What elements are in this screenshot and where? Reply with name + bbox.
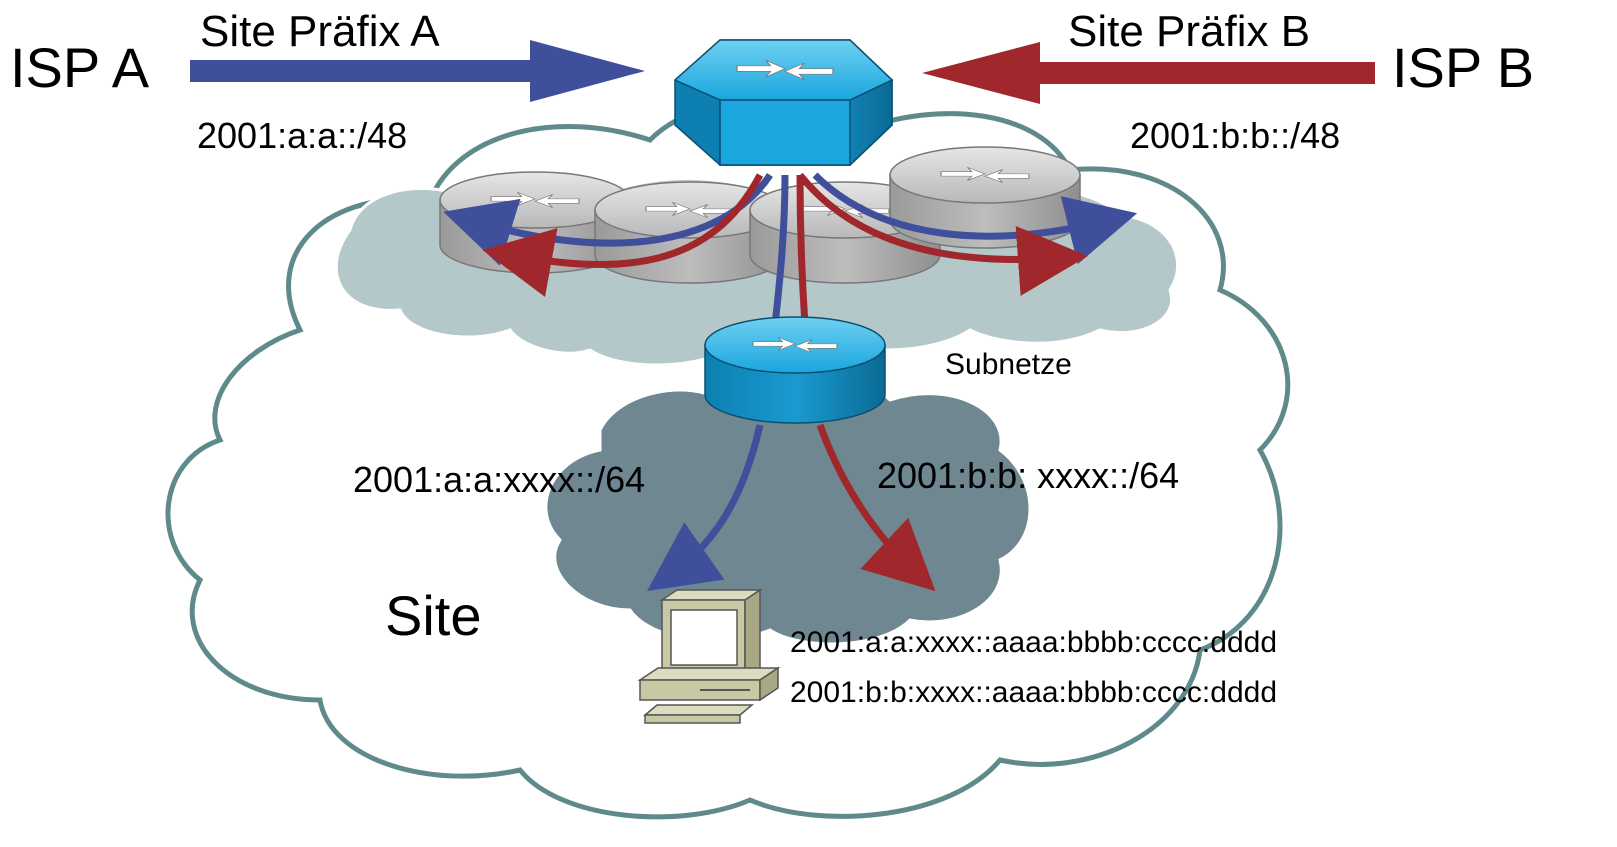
prefix-a-title: Site Präfix A xyxy=(200,7,440,56)
subnet-a-prefix: 2001:a:a:xxxx::/64 xyxy=(353,459,646,500)
prefix-b-value: 2001:b:b::/48 xyxy=(1130,115,1341,156)
subnet-a-flow xyxy=(647,424,764,592)
prefix-b-title: Site Präfix B xyxy=(1068,7,1311,56)
prefix-a-value: 2001:a:a::/48 xyxy=(197,115,408,156)
isp-a-label: ISP A xyxy=(10,36,150,99)
link-b-vertical xyxy=(796,174,809,326)
subnets-label: Subnetze xyxy=(945,348,1072,381)
link-a-vertical xyxy=(771,174,789,326)
border-router xyxy=(673,39,894,166)
host-address-a: 2001:a:a:xxxx::aaaa:bbbb:cccc:dddd xyxy=(790,626,1278,659)
prefix-b-flow-right xyxy=(797,172,1088,296)
host-address-b: 2001:b:b:xxxx::aaaa:bbbb:cccc:dddd xyxy=(790,676,1278,709)
site-label: Site xyxy=(385,584,482,647)
isp-b-label: ISP B xyxy=(1392,36,1535,99)
subnet-b-flow xyxy=(816,423,936,592)
subnet-b-prefix: 2001:b:b: xxxx::/64 xyxy=(877,455,1180,496)
prefix-b-flow-left xyxy=(482,173,764,297)
prefix-a-arrow xyxy=(190,40,645,102)
host-computer xyxy=(637,588,781,724)
prefix-b-arrow xyxy=(922,42,1375,104)
site-router xyxy=(704,316,886,424)
